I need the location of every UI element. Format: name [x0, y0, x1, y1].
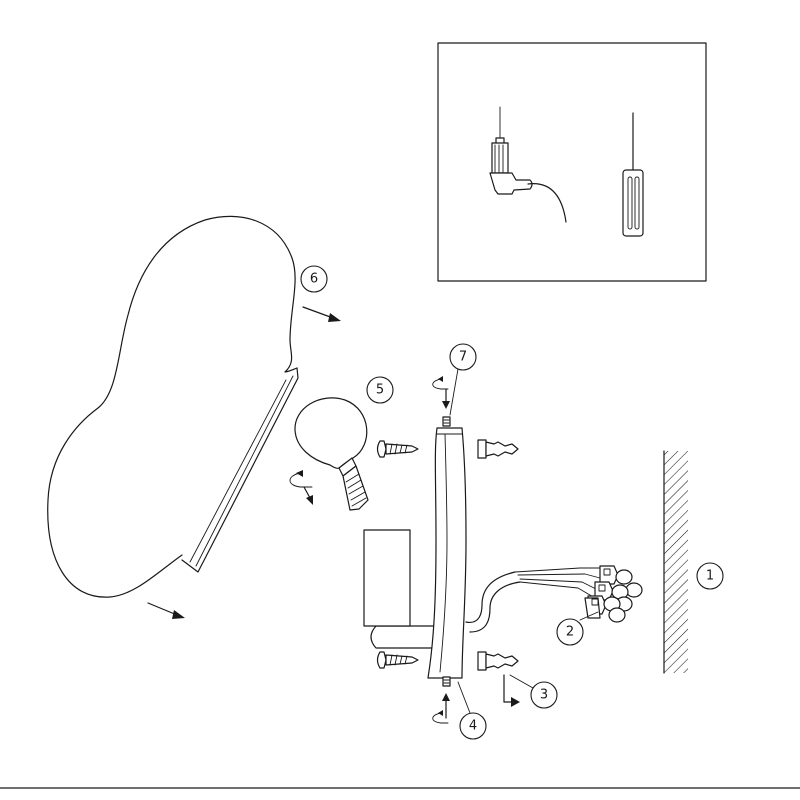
callout-5-label: 5 — [376, 383, 384, 398]
arrow-plugs — [503, 674, 520, 707]
screw-upper — [376, 440, 419, 458]
callout-6: 6 — [300, 265, 328, 293]
arrow-screw-bottom-up — [432, 693, 450, 724]
callout-3: 3 — [509, 674, 558, 709]
callout-7-label: 7 — [459, 350, 467, 365]
callout-2-label: 2 — [566, 625, 574, 640]
glass-shade — [47, 215, 299, 598]
fixing-screw-bottom — [442, 676, 451, 687]
drill-icon — [489, 106, 567, 223]
terminal-block — [584, 565, 643, 623]
callout-7: 7 — [449, 343, 477, 416]
wall-plug-lower — [477, 651, 519, 671]
callout-2: 2 — [556, 611, 599, 646]
arrow-screw-top-down — [432, 376, 450, 409]
tools-panel — [437, 42, 707, 282]
arrow-shade-upper — [302, 306, 341, 322]
bracket — [363, 427, 467, 679]
arrow-shade-lower — [147, 602, 185, 619]
callout-4: 4 — [457, 681, 487, 740]
lamp-holder — [363, 529, 411, 627]
wall — [663, 450, 688, 674]
callout-5: 5 — [366, 376, 394, 404]
wall-plug-upper — [477, 439, 519, 459]
cable-assembly — [465, 567, 601, 633]
screwdriver-icon — [622, 112, 644, 237]
callout-4-label: 4 — [469, 719, 477, 734]
callout-6-label: 6 — [310, 272, 318, 287]
arrow-bulb-rotate — [289, 470, 313, 505]
screw-lower — [376, 651, 419, 669]
fixing-screw-top — [442, 416, 451, 427]
bulb — [294, 397, 369, 511]
callout-1-label: 1 — [706, 569, 714, 584]
callout-3-label: 3 — [540, 688, 548, 703]
tools-frame — [437, 42, 707, 282]
callout-1: 1 — [696, 562, 724, 590]
